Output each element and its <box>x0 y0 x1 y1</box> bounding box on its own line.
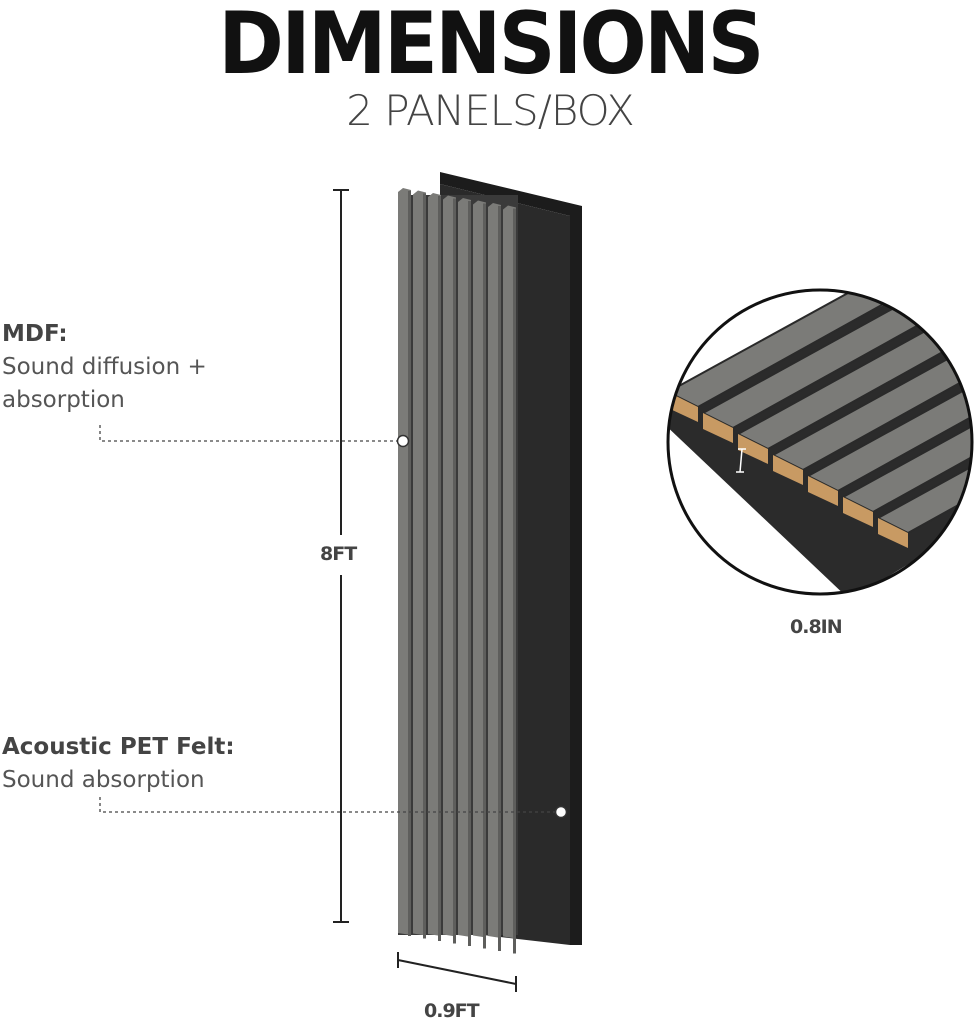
slat-side <box>408 191 411 936</box>
height-dimension-line <box>333 189 349 923</box>
wood-edge <box>843 497 873 527</box>
mdf-callout: MDF: Sound diffusion + absorption <box>2 318 262 417</box>
slat-side <box>483 203 486 949</box>
slat-side <box>498 206 501 951</box>
wood-edge <box>703 413 733 443</box>
wood-edge <box>808 476 838 506</box>
slat <box>458 198 471 937</box>
width-label: 0.9FT <box>424 1000 480 1022</box>
felt-text: Sound absorption <box>2 767 205 793</box>
slat <box>443 195 456 937</box>
slat <box>398 188 411 935</box>
slat-side <box>513 208 516 954</box>
slat <box>503 205 516 939</box>
mdf-slats <box>398 188 518 954</box>
slat <box>488 203 501 938</box>
thickness-detail-circle <box>666 288 974 596</box>
mdf-heading: MDF: <box>2 321 68 347</box>
wood-edge <box>878 518 908 548</box>
page-subtitle: 2 PANELS/BOX <box>346 86 635 135</box>
slat-side <box>468 201 471 946</box>
thickness-label: 0.8IN <box>790 616 843 638</box>
slat-side <box>438 196 441 941</box>
mdf-marker <box>396 434 410 448</box>
slat-side <box>453 198 456 944</box>
height-label: 8FT <box>320 543 357 565</box>
callout-lines <box>99 425 556 813</box>
wood-edge <box>738 434 768 464</box>
page-title: DIMENSIONS <box>218 0 764 94</box>
slat <box>413 190 426 936</box>
felt-marker <box>554 805 568 819</box>
slat <box>428 193 441 936</box>
slat-side <box>423 193 426 939</box>
width-dimension-line <box>397 952 517 992</box>
felt-callout: Acoustic PET Felt: Sound absorption <box>2 731 302 797</box>
slat <box>473 200 486 938</box>
felt-heading: Acoustic PET Felt: <box>2 734 235 760</box>
wood-edge <box>773 455 803 485</box>
mdf-text: Sound diffusion + absorption <box>2 354 207 413</box>
